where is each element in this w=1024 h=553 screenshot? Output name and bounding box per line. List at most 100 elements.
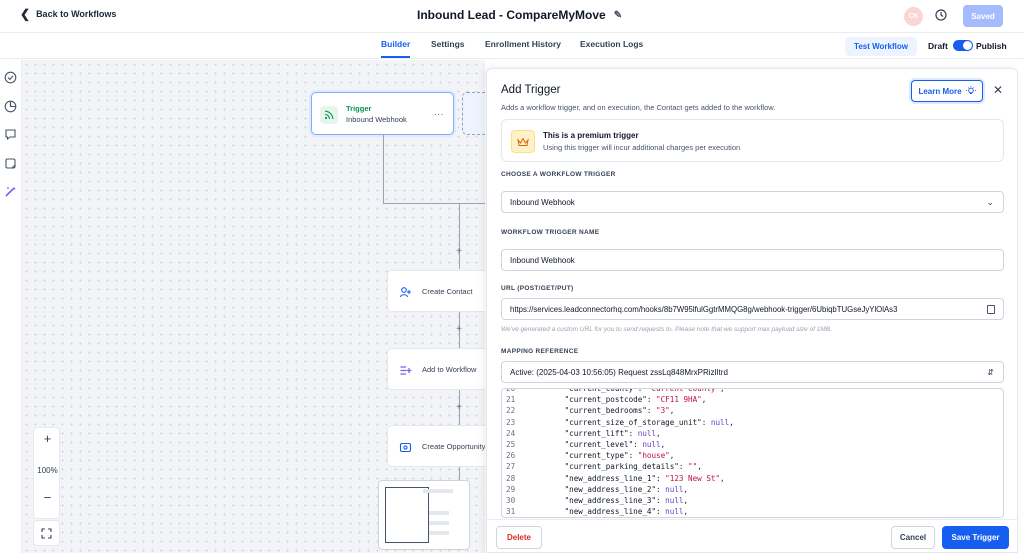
opportunity-icon <box>397 439 413 455</box>
code-line: 27 "current_parking_details": "", <box>502 462 1003 473</box>
fit-view-button[interactable] <box>33 520 60 546</box>
mapping-reference-select[interactable]: Active: (2025-04-03 10:56:05) Request zs… <box>501 361 1004 383</box>
action-node-add-to-workflow[interactable]: Add to Workflow <box>387 348 485 390</box>
json-value: null <box>642 439 661 449</box>
tab-enrollment-history[interactable]: Enrollment History <box>485 39 562 49</box>
action-node-create-opportunity[interactable]: Create Opportunity <box>387 425 485 467</box>
tab-settings[interactable]: Settings <box>431 39 465 49</box>
publish-toggle[interactable] <box>953 40 973 51</box>
json-colon: : <box>637 388 647 393</box>
code-indent <box>528 451 565 462</box>
trigger-type-select[interactable]: Inbound Webhook ⌄ <box>501 191 1004 213</box>
json-key: "new_address_line_3" <box>564 495 657 505</box>
json-value: null <box>710 417 730 427</box>
action-node-label: Add to Workflow <box>422 365 477 374</box>
json-colon: : <box>656 484 666 494</box>
trigger-type-value: Inbound Webhook <box>510 197 575 207</box>
copy-icon[interactable] <box>987 305 995 314</box>
minimap-node <box>429 531 449 535</box>
url-heading: URL (POST/GET/PUT) <box>501 285 574 292</box>
zoom-out-button[interactable]: − <box>43 490 52 505</box>
premium-text: Using this trigger will incur additional… <box>543 143 741 152</box>
webhook-icon <box>320 106 338 124</box>
back-to-workflows-link[interactable]: ❮ Back to Workflows <box>20 7 116 21</box>
learn-more-button[interactable]: Learn More <box>911 80 983 102</box>
line-number: 21 <box>506 395 516 405</box>
choose-trigger-heading: CHOOSE A WORKFLOW TRIGGER <box>501 171 616 178</box>
webhook-url-value: https://services.leadconnectorhq.com/hoo… <box>510 304 898 314</box>
note-icon[interactable] <box>4 157 17 170</box>
close-icon[interactable]: ✕ <box>993 83 1004 97</box>
list-add-icon <box>397 362 413 378</box>
json-key: "current_postcode" <box>564 395 647 405</box>
trigger-node[interactable]: Trigger Inbound Webhook ... <box>311 92 454 135</box>
add-step-icon[interactable]: + <box>456 324 462 335</box>
json-value: null <box>665 495 684 505</box>
code-indent <box>528 418 565 429</box>
drawer-footer: Delete Cancel Save Trigger <box>487 519 1017 552</box>
magic-wand-icon[interactable] <box>4 185 17 198</box>
tab-builder[interactable]: Builder <box>381 39 411 58</box>
draft-label: Draft <box>928 41 948 51</box>
zoom-in-button[interactable]: + <box>43 431 52 446</box>
chevron-down-icon: ⌄ <box>986 197 994 207</box>
avatar[interactable]: CK <box>904 7 923 26</box>
add-step-icon[interactable]: + <box>456 402 462 413</box>
payload-code-viewer[interactable]: 20 "current_county": "Current County",21… <box>501 388 1004 518</box>
json-key: "current_type" <box>564 451 629 461</box>
code-indent <box>528 507 565 517</box>
cancel-button[interactable]: Cancel <box>891 526 935 549</box>
chevron-left-icon: ❮ <box>20 7 31 21</box>
connector-line <box>459 312 460 348</box>
trigger-name-input[interactable]: Inbound Webhook <box>501 249 1004 271</box>
code-indent <box>528 496 565 507</box>
line-number: 27 <box>506 462 516 472</box>
save-trigger-button[interactable]: Save Trigger <box>942 526 1009 549</box>
connector-line <box>383 135 384 203</box>
json-value: "Current County" <box>646 388 721 393</box>
code-indent <box>528 474 565 485</box>
json-colon: : <box>656 495 666 505</box>
mapping-reference-value: Active: (2025-04-03 10:56:05) Request zs… <box>510 367 728 377</box>
json-comma: , <box>683 507 689 517</box>
check-circle-icon[interactable] <box>4 71 17 84</box>
json-comma: , <box>720 388 725 393</box>
action-node-create-contact[interactable]: Create Contact <box>387 270 485 312</box>
delete-button[interactable]: Delete <box>496 526 542 549</box>
test-workflow-button[interactable]: Test Workflow <box>845 37 917 56</box>
json-comma: , <box>669 406 675 416</box>
pie-chart-icon[interactable] <box>4 100 17 113</box>
trigger-node-type: Trigger <box>346 104 372 113</box>
add-trigger-drawer: Add Trigger Adds a workflow trigger, and… <box>486 68 1018 553</box>
json-colon: : <box>628 451 638 461</box>
saved-button[interactable]: Saved <box>963 5 1003 27</box>
action-node-label: Create Opportunity <box>422 442 485 451</box>
zoom-level: 100% <box>37 466 58 475</box>
code-line: 25 "current_level": null, <box>502 440 1003 451</box>
chat-icon[interactable] <box>4 128 17 141</box>
json-value: "" <box>688 462 698 472</box>
history-icon[interactable] <box>935 9 947 21</box>
minimap[interactable] <box>378 480 470 550</box>
line-number: 26 <box>506 451 516 461</box>
json-value: "123 New St" <box>665 473 721 483</box>
code-line: 29 "new_address_line_2": null, <box>502 485 1003 496</box>
webhook-url-field[interactable]: https://services.leadconnectorhq.com/hoo… <box>501 298 1004 320</box>
line-number: 30 <box>506 495 516 505</box>
json-key: "new_address_line_2" <box>564 484 657 494</box>
minimap-viewport[interactable] <box>385 487 429 543</box>
code-line: 20 "current_county": "Current County", <box>502 388 1003 395</box>
premium-title: This is a premium trigger <box>543 131 639 140</box>
line-number: 29 <box>506 484 516 494</box>
workflow-canvas[interactable]: Trigger Inbound Webhook ... + + + Create… <box>22 60 485 553</box>
json-colon: : <box>646 395 657 405</box>
json-key: "current_bedrooms" <box>564 406 647 416</box>
code-line: 28 "new_address_line_1": "123 New St", <box>502 474 1003 485</box>
pencil-icon[interactable]: ✎ <box>613 9 623 21</box>
left-rail <box>0 60 22 553</box>
node-menu-icon[interactable]: ... <box>434 107 444 118</box>
add-step-icon[interactable]: + <box>456 246 462 257</box>
tab-execution-logs[interactable]: Execution Logs <box>580 39 644 49</box>
add-trigger-placeholder[interactable] <box>462 92 485 135</box>
line-number: 20 <box>506 388 516 393</box>
